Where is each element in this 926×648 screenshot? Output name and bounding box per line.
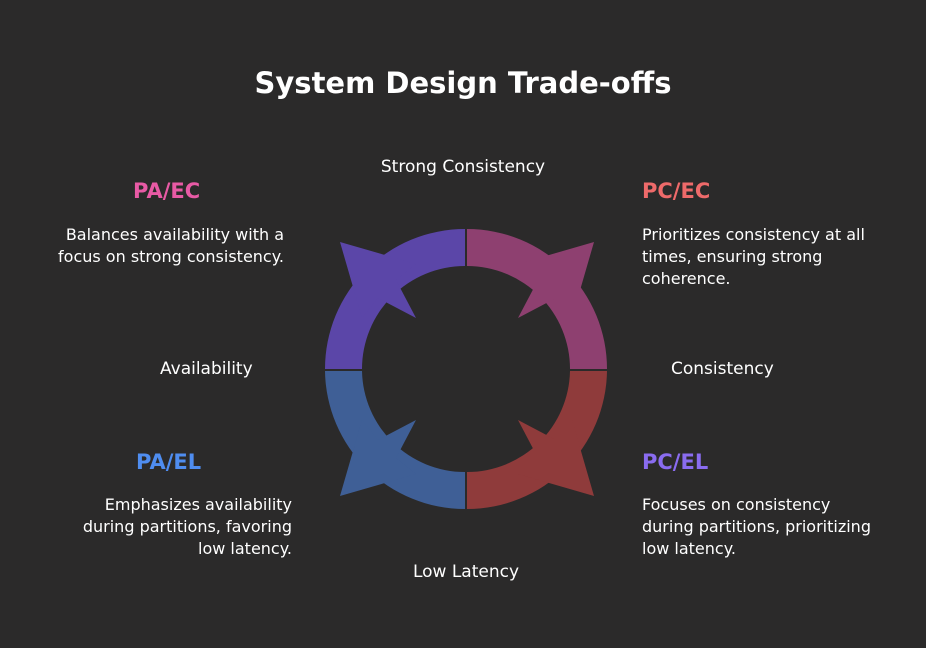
axis-label-left: Availability: [160, 359, 253, 379]
axis-label-top: Strong Consistency: [380, 157, 546, 177]
segment-pc-el: [467, 371, 607, 509]
quadrant-description-pa-el: Emphasizes availability during partition…: [82, 495, 292, 558]
axis-label-bottom: Low Latency: [412, 562, 520, 582]
quadrant-title-pc-el: PC/EL: [642, 450, 709, 474]
diagram-title: System Design Trade-offs: [254, 66, 672, 100]
segment-pa-el: [325, 371, 465, 509]
arrow-pc-el: [518, 420, 594, 496]
arrow-pa-ec: [340, 242, 416, 318]
arrow-pa-el: [340, 420, 416, 496]
quadrant-description-pa-ec: Balances availability with a focus on st…: [58, 225, 284, 266]
arrow-pc-ec: [518, 242, 594, 318]
segment-pc-ec: [467, 229, 607, 369]
quadrant-title-pa-ec: PA/EC: [133, 179, 201, 203]
axis-label-right: Consistency: [671, 359, 774, 379]
quadrant-description-pc-el: Focuses on consistency during partitions…: [642, 495, 871, 558]
segment-pa-ec: [325, 229, 465, 369]
quadrant-description-pc-ec: Prioritizes consistency at all times, en…: [642, 225, 865, 288]
quadrant-title-pc-ec: PC/EC: [642, 179, 711, 203]
quadrant-title-pa-el: PA/EL: [136, 450, 202, 474]
